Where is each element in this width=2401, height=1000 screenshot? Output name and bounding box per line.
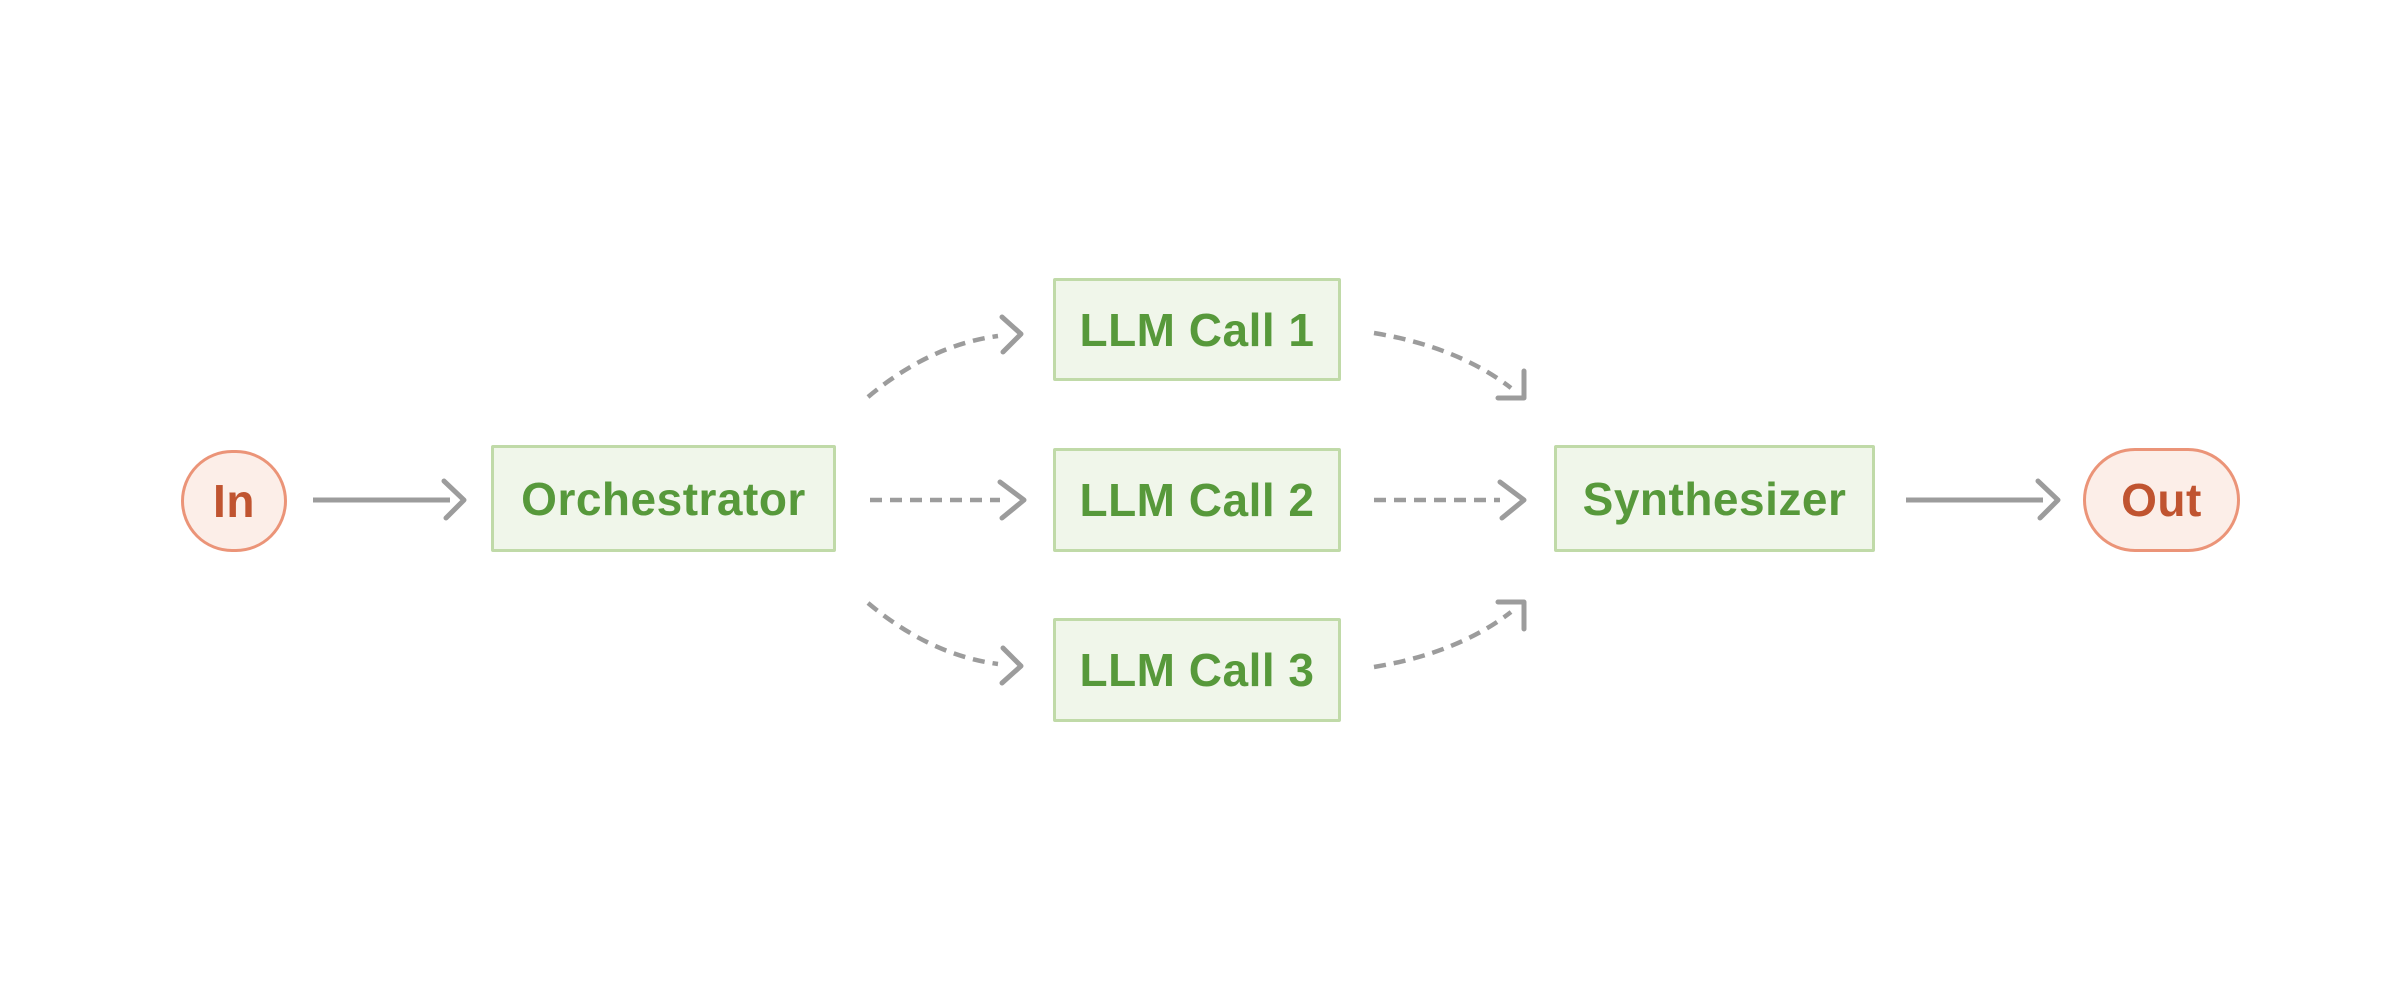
- llm-call-3-node: LLM Call 3: [1053, 618, 1341, 722]
- arrow-orchestrator-to-llm-call-3-icon: [866, 601, 1024, 686]
- arrow-orchestrator-to-llm-call-1-icon: [866, 314, 1024, 399]
- out-node-label: Out: [2121, 474, 2202, 526]
- in-node: In: [181, 450, 287, 552]
- arrow-llm-call-3-to-synthesizer-icon: [1373, 599, 1527, 670]
- arrow-orchestrator-to-llm-call-2-icon: [870, 479, 1027, 521]
- arrow-in-to-orchestrator-icon: [313, 478, 467, 521]
- llm-call-3-node-label: LLM Call 3: [1079, 644, 1315, 696]
- llm-call-2-node: LLM Call 2: [1053, 448, 1341, 552]
- orchestrator-node: Orchestrator: [491, 445, 836, 552]
- llm-call-2-node-label: LLM Call 2: [1079, 474, 1315, 526]
- in-node-label: In: [213, 475, 255, 527]
- llm-call-1-node-label: LLM Call 1: [1079, 303, 1315, 356]
- synthesizer-node: Synthesizer: [1554, 445, 1875, 552]
- arrow-llm-call-1-to-synthesizer-icon: [1373, 330, 1527, 401]
- arrow-synthesizer-to-out-icon: [1906, 478, 2061, 521]
- out-node: Out: [2083, 448, 2240, 552]
- arrow-llm-call-2-to-synthesizer-icon: [1374, 479, 1527, 521]
- synthesizer-node-label: Synthesizer: [1582, 472, 1847, 525]
- llm-call-1-node: LLM Call 1: [1053, 278, 1341, 381]
- orchestrator-node-label: Orchestrator: [521, 472, 806, 525]
